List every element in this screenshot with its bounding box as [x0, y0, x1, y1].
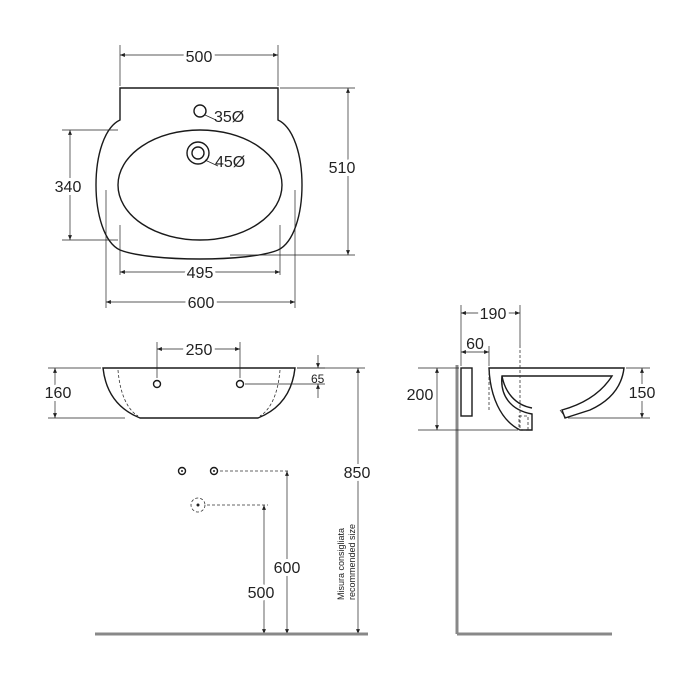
dim-waste-height: 500: [248, 585, 275, 602]
dim-rim-height: 850: [344, 465, 371, 482]
supply-valve-left-icon: [177, 466, 187, 476]
basin-outline: [95, 87, 303, 260]
dim-wall-offset: 60: [466, 336, 484, 353]
tap-hole-label: 35Ø: [214, 109, 244, 126]
dim-bowl-width: 495: [187, 265, 214, 282]
wall-plate: [460, 367, 473, 417]
waste-hole-icon: [186, 141, 210, 165]
dim-width-top: 500: [186, 49, 213, 66]
tap-leader: [204, 114, 217, 121]
front-hidden-left: [117, 369, 139, 417]
waste-hole-label: 45Ø: [215, 154, 245, 171]
fixing-hole-left-icon: [152, 379, 162, 389]
supply-valve-right-icon: [209, 466, 219, 476]
top-view: 35Ø 45Ø 500 340 510 495 600: [52, 45, 358, 315]
side-bowl-inner: [501, 375, 533, 409]
waste-hole-inner: [191, 146, 205, 160]
dim-side-height-left: 200: [407, 387, 434, 404]
tap-hole-icon: [193, 104, 207, 118]
front-hidden-right: [259, 369, 281, 417]
side-view: 190 60 200 150: [404, 303, 658, 636]
note-recommended: recommended size: [347, 524, 357, 600]
bowl-outline: [117, 129, 283, 241]
side-basin-section: [488, 367, 625, 431]
fixing-hole-right-icon: [235, 379, 245, 389]
front-basin-outline: [102, 367, 296, 419]
waste-leader: [204, 159, 219, 167]
dim-fixing-offset: 65: [311, 372, 325, 386]
dim-height-right: 510: [329, 160, 356, 177]
installation-view: 600 500 850 Misura consigliata recommend…: [95, 367, 373, 636]
waste-outlet-icon: [190, 497, 206, 513]
dim-side-height-right: 150: [629, 385, 656, 402]
front-view: 250 160 65: [42, 339, 325, 419]
dim-fixing-spacing: 250: [186, 342, 213, 359]
note-misura: Misura consigliata: [336, 528, 346, 600]
dim-depth: 190: [480, 306, 507, 323]
side-waste: [518, 415, 529, 431]
dim-overall-width: 600: [188, 295, 215, 312]
dim-height-left: 340: [55, 179, 82, 196]
dim-front-height: 160: [45, 385, 72, 402]
dim-supply-height: 600: [274, 560, 301, 577]
